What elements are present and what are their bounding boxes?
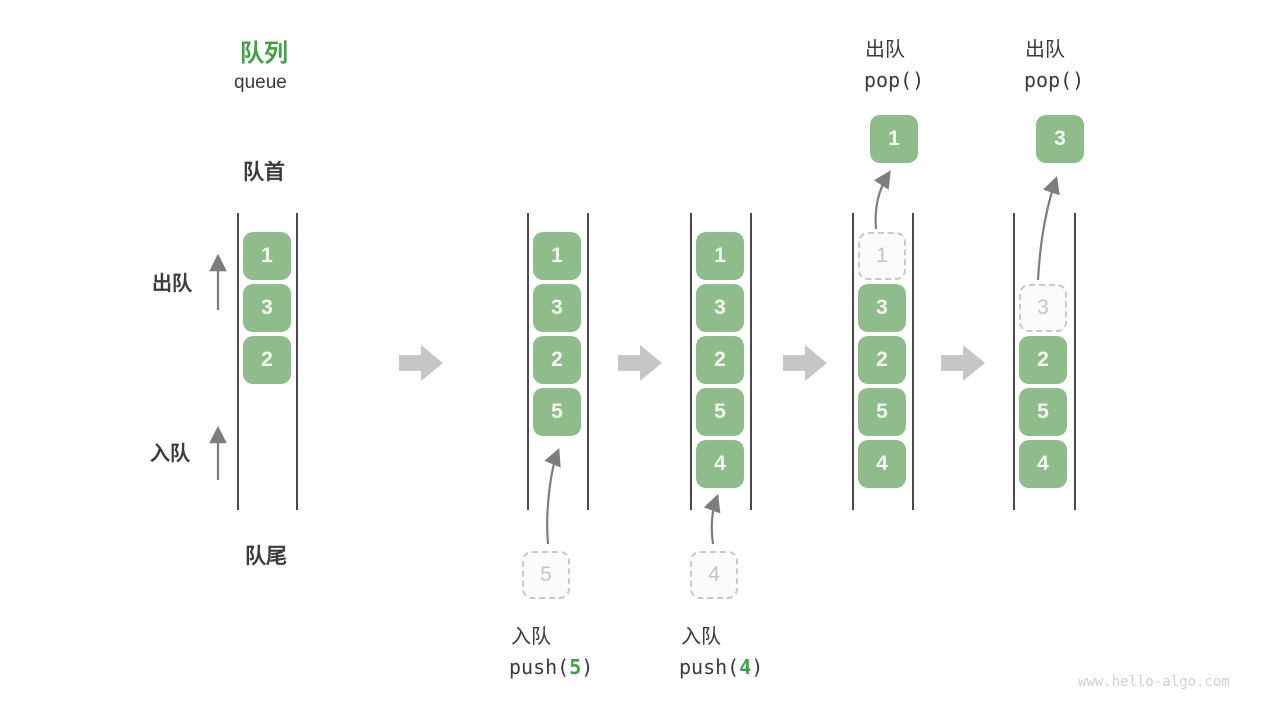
push5-op-code: push(5) — [509, 655, 593, 679]
queue5-right-wall — [1074, 213, 1076, 510]
pop1-op-label: 出队 — [865, 39, 905, 61]
incoming-item-ghost: 5 — [522, 551, 570, 599]
pop1-op-code: pop() — [864, 68, 925, 92]
pop1-arrow-icon — [873, 170, 891, 230]
queue-item: 1 — [533, 232, 581, 280]
push4-op-label: 入队 — [681, 626, 721, 648]
side-enqueue-label: 入队 — [150, 443, 190, 465]
queue-item: 5 — [696, 388, 744, 436]
queue1-left-wall — [237, 213, 239, 510]
queue-item: 4 — [1019, 440, 1067, 488]
code-text: push( — [679, 655, 740, 679]
step-arrow-icon — [618, 345, 662, 381]
queue-item: 3 — [533, 284, 581, 332]
queue-rear-label: 队尾 — [245, 545, 287, 568]
queue3-left-wall — [690, 213, 692, 510]
queue4-right-wall — [912, 213, 914, 510]
queue-item: 3 — [243, 284, 291, 332]
queue-item: 3 — [858, 284, 906, 332]
popped-item: 1 — [870, 115, 918, 163]
queue-front-label: 队首 — [243, 161, 285, 184]
queue-item: 3 — [696, 284, 744, 332]
queue-item: 2 — [1019, 336, 1067, 384]
push4-op-code: push(4) — [679, 655, 763, 679]
step-arrow-icon — [783, 345, 827, 381]
queue3-right-wall — [750, 213, 752, 510]
code-arg: 4 — [739, 655, 752, 679]
popped-item-ghost: 3 — [1019, 284, 1067, 332]
queue-item: 5 — [533, 388, 581, 436]
queue-item: 2 — [696, 336, 744, 384]
queue-item: 5 — [858, 388, 906, 436]
popped-item-ghost: 1 — [858, 232, 906, 280]
push4-arrow-icon — [703, 493, 721, 545]
queue-item: 2 — [858, 336, 906, 384]
diagram-title-en: queue — [234, 72, 287, 93]
queue2-right-wall — [587, 213, 589, 510]
queue4-left-wall — [852, 213, 854, 510]
queue-item: 4 — [858, 440, 906, 488]
queue5-left-wall — [1013, 213, 1015, 510]
popped-item: 3 — [1036, 115, 1084, 163]
queue2-left-wall — [527, 213, 529, 510]
step-arrow-icon — [941, 345, 985, 381]
diagram-title-zh: 队列 — [240, 40, 288, 67]
queue1-right-wall — [296, 213, 298, 510]
pop2-op-label: 出队 — [1025, 39, 1065, 61]
code-text: ) — [751, 655, 764, 679]
pop2-op-code: pop() — [1024, 68, 1085, 92]
push5-arrow-icon — [544, 447, 561, 545]
queue-item: 4 — [696, 440, 744, 488]
queue-item: 5 — [1019, 388, 1067, 436]
queue-item: 2 — [533, 336, 581, 384]
site-watermark: www.hello-algo.com — [1078, 674, 1230, 690]
pop2-arrow-icon — [1036, 175, 1060, 281]
push5-op-label: 入队 — [511, 626, 551, 648]
side-dequeue-label: 出队 — [152, 273, 192, 295]
code-text: ) — [581, 655, 594, 679]
step-arrow-icon — [399, 345, 443, 381]
code-arg: 5 — [569, 655, 582, 679]
queue-item: 1 — [696, 232, 744, 280]
queue-item: 1 — [243, 232, 291, 280]
code-text: push( — [509, 655, 570, 679]
incoming-item-ghost: 4 — [690, 551, 738, 599]
queue-item: 2 — [243, 336, 291, 384]
